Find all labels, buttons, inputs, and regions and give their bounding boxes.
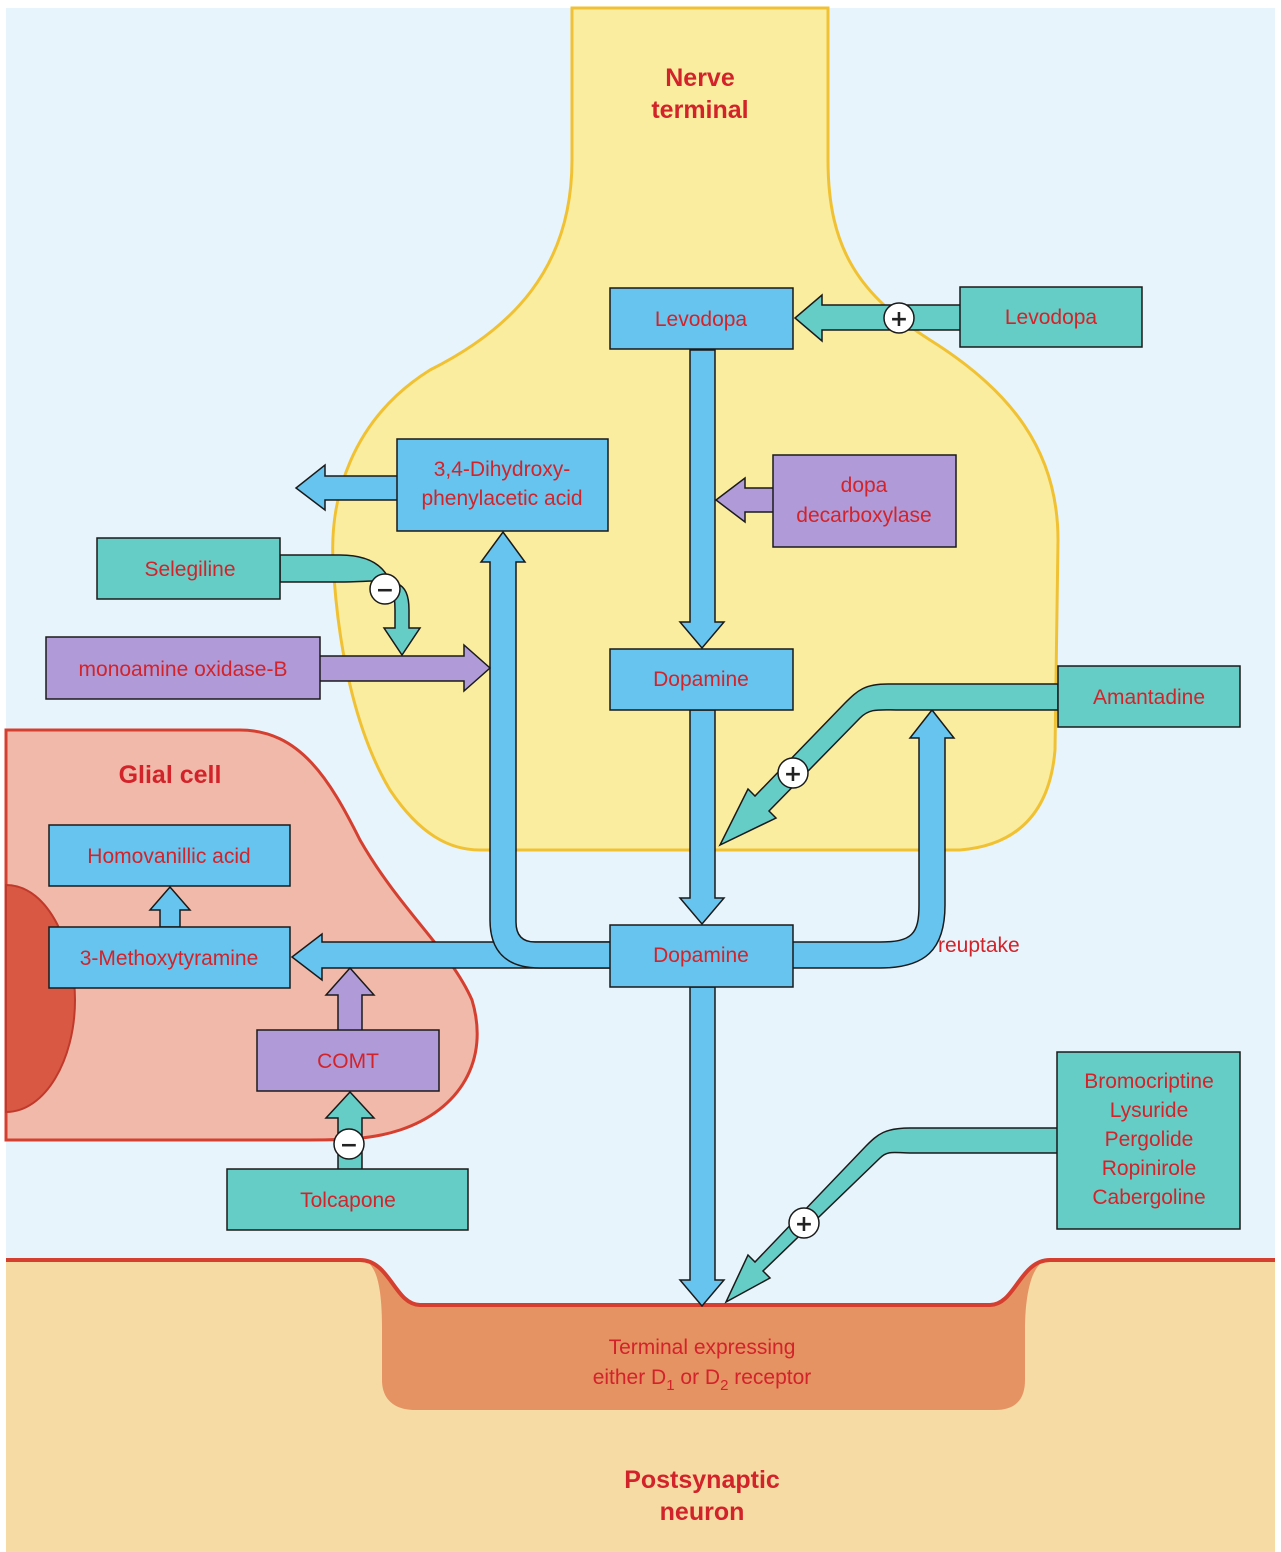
- methoxytyramine-box: [48, 926, 291, 989]
- agonist-label-bromocriptine: Bromocriptine: [1084, 1070, 1214, 1093]
- dopa-decarboxylase-label-line1: dopa: [841, 474, 888, 497]
- arrow-dopamine-release: [678, 709, 726, 926]
- agonist-label-lysuride: Lysuride: [1110, 1099, 1189, 1122]
- tolcapone-label: Tolcapone: [300, 1189, 396, 1212]
- tolcapone-box: [226, 1168, 469, 1231]
- minus-sign-tolcapone: [333, 1128, 365, 1160]
- arrow-mao-b: [317, 643, 492, 693]
- plus-sign-levodopa: [883, 302, 915, 334]
- minus-glyph: −: [376, 578, 394, 603]
- postsynaptic-membrane: [6, 1258, 1275, 1307]
- agonist-label-ropinirole: Ropinirole: [1102, 1157, 1197, 1180]
- dopac-label-line2: phenylacetic acid: [421, 487, 582, 510]
- levodopa-inside-label: Levodopa: [655, 308, 748, 331]
- arrow-levodopa-entry: [793, 293, 963, 343]
- arrow-dopamine-to-receptor: [678, 986, 726, 1308]
- methoxytyramine-label: 3-Methoxytyramine: [80, 947, 259, 970]
- comt-label: COMT: [317, 1050, 379, 1073]
- amantadine-label: Amantadine: [1093, 686, 1205, 709]
- agonist-label-cabergoline: Cabergoline: [1092, 1186, 1205, 1209]
- receptor-terminal-label-line2: either D1 or D2 receptor: [593, 1366, 812, 1394]
- arrow-methoxytyramine-to-hva: [148, 885, 192, 928]
- levodopa-inside-box: [609, 287, 794, 350]
- arrow-dopac-exit: [294, 463, 399, 512]
- agonists-box: [1056, 1051, 1241, 1230]
- arrow-reuptake: [791, 708, 956, 969]
- agonist-label-pergolide: Pergolide: [1105, 1128, 1194, 1151]
- arrow-decarboxylase: [714, 476, 776, 524]
- mao-b-label: monoamine oxidase-B: [79, 658, 288, 681]
- plus-glyph: +: [784, 762, 802, 787]
- postsynaptic-label-line2: neuron: [660, 1498, 745, 1526]
- glial-cell-label: Glial cell: [119, 761, 222, 789]
- homovanillic-acid-label: Homovanillic acid: [87, 845, 250, 868]
- selegiline-label: Selegiline: [144, 558, 235, 581]
- plus-glyph: +: [795, 1212, 813, 1237]
- arrow-dopamine-to-dopac: [479, 530, 613, 969]
- arrow-levodopa-to-dopamine: [678, 349, 726, 650]
- reuptake-label: reuptake: [938, 934, 1020, 957]
- selegiline-box: [96, 537, 281, 600]
- dopamine-inside-box: [609, 648, 794, 711]
- dopac-box: [396, 438, 609, 532]
- postsynaptic-label-line1: Postsynaptic: [624, 1466, 780, 1494]
- dopamine-synapse-label: Dopamine: [653, 944, 749, 967]
- levodopa-outside-box: [959, 286, 1143, 348]
- comt-box: [256, 1029, 440, 1092]
- nerve-terminal-label-line2: terminal: [651, 96, 748, 124]
- arrow-comt: [324, 966, 376, 1033]
- dopamine-synapse-box: [609, 924, 794, 988]
- minus-glyph: −: [340, 1133, 358, 1158]
- minus-sign-selegiline: [369, 573, 401, 605]
- levodopa-outside-label: Levodopa: [1005, 306, 1098, 329]
- mao-b-box: [45, 636, 321, 700]
- plus-sign-agonists: [788, 1207, 820, 1239]
- homovanillic-acid-box: [48, 824, 291, 887]
- amantadine-box: [1057, 665, 1241, 728]
- arrow-agonists: [724, 1127, 1059, 1304]
- dopa-decarboxylase-box: [772, 454, 957, 548]
- plus-glyph: +: [890, 307, 908, 332]
- dopamine-inside-label: Dopamine: [653, 668, 749, 691]
- nerve-terminal-label-line1: Nerve: [665, 64, 735, 92]
- plus-sign-amantadine: [777, 757, 809, 789]
- dopac-label-line1: 3,4-Dihydroxy-: [434, 458, 571, 481]
- dopa-decarboxylase-label-line2: decarboxylase: [796, 504, 931, 527]
- receptor-terminal-label-line1: Terminal expressing: [609, 1336, 796, 1359]
- receptor-terminal-shape: [360, 1260, 1050, 1410]
